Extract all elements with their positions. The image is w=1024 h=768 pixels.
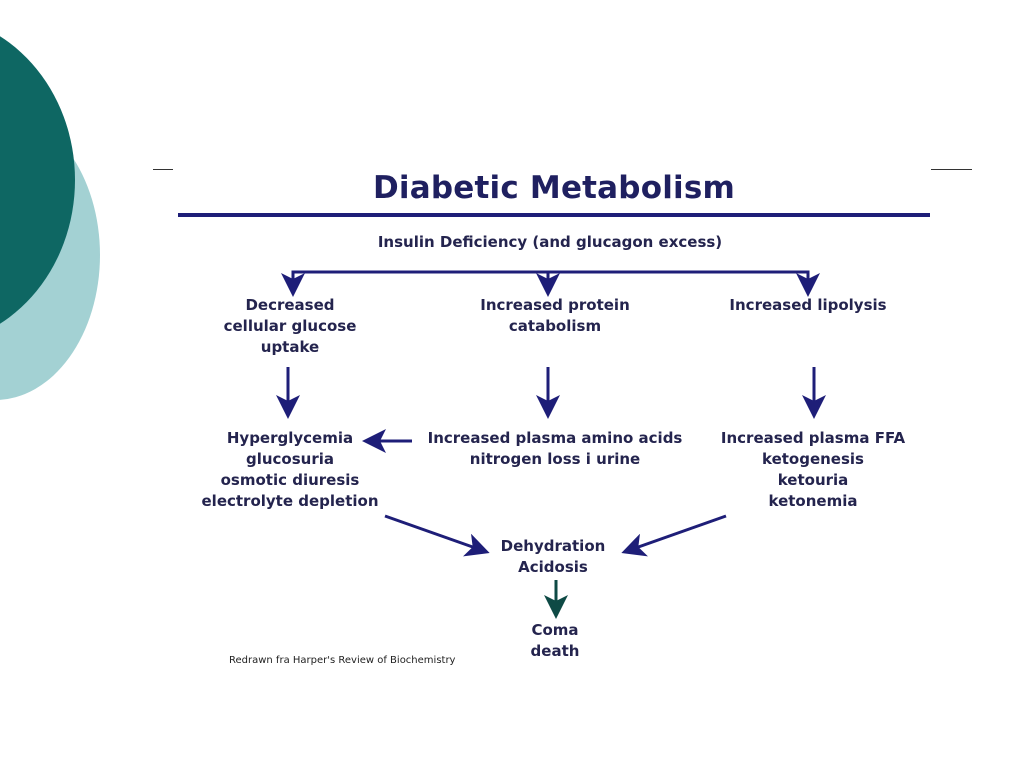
node-dehydration-acidosis: Dehydration Acidosis	[468, 536, 638, 578]
node-coma-death: Coma death	[480, 620, 630, 662]
header-rule-right	[931, 169, 972, 170]
node-increased-lipolysis: Increased lipolysis	[708, 295, 908, 316]
diagram-title: Diabetic Metabolism	[372, 170, 735, 206]
node-line: ketouria	[777, 471, 849, 489]
node-line: Increased plasma FFA	[720, 429, 906, 447]
node-hyperglycemia: Hyperglycemia glucosuria osmotic diuresi…	[185, 428, 395, 512]
arrow-hyperglycemia-to-dehydration	[384, 514, 490, 557]
node-line: Acidosis	[518, 558, 588, 576]
node-line: glucosuria	[245, 450, 335, 468]
node-line: Decreased	[245, 296, 335, 314]
node-line: osmotic diuresis	[220, 471, 360, 489]
node-line: Increased lipolysis	[729, 296, 887, 314]
node-line: Increased plasma amino acids	[427, 429, 683, 447]
arrow-ffa-to-dehydration	[621, 514, 727, 557]
branch-connector	[291, 270, 810, 291]
node-line: Increased protein	[480, 296, 630, 314]
title-underline	[178, 213, 930, 217]
source-credit: Redrawn fra Harper's Review of Biochemis…	[229, 655, 456, 666]
header-rule-left	[153, 169, 173, 170]
node-plasma-amino-acids: Increased plasma amino acids nitrogen lo…	[420, 428, 690, 470]
node-line: uptake	[260, 338, 320, 356]
node-plasma-ffa: Increased plasma FFA ketogenesis ketouri…	[708, 428, 918, 512]
node-decreased-glucose-uptake: Decreased cellular glucose uptake	[190, 295, 390, 358]
node-line: Coma	[531, 621, 579, 639]
node-line: nitrogen loss i urine	[469, 450, 641, 468]
node-line: cellular glucose	[223, 317, 357, 335]
node-line: catabolism	[508, 317, 602, 335]
node-line: Hyperglycemia	[226, 429, 354, 447]
node-line: death	[530, 642, 580, 660]
node-line: electrolyte depletion	[201, 492, 379, 510]
node-insulin-deficiency: Insulin Deficiency (and glucagon excess)	[350, 232, 750, 253]
node-protein-catabolism: Increased protein catabolism	[455, 295, 655, 337]
node-line: Insulin Deficiency (and glucagon excess)	[377, 233, 723, 251]
node-line: ketonemia	[768, 492, 858, 510]
node-line: Dehydration	[500, 537, 606, 555]
node-line: ketogenesis	[762, 450, 864, 468]
